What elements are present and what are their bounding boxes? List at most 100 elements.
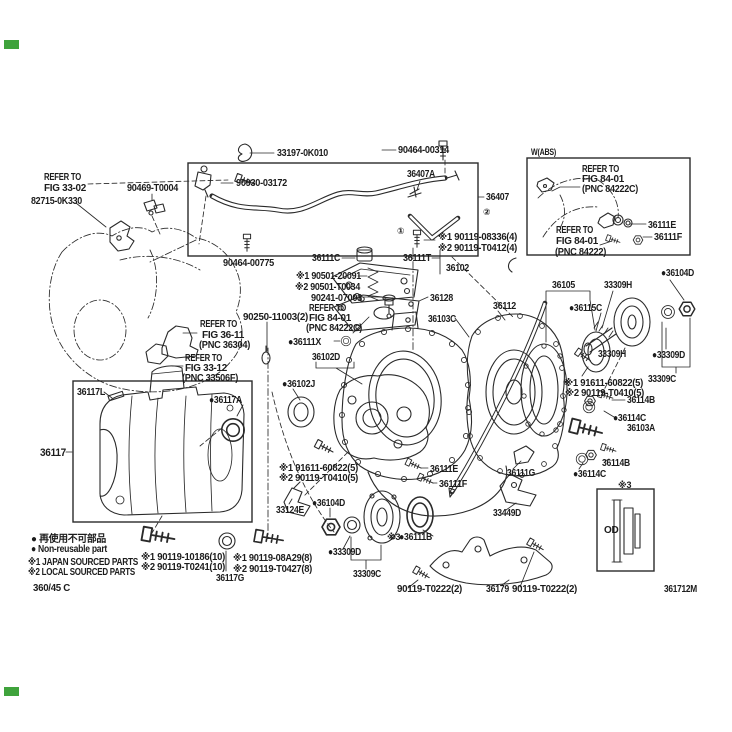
rear-output-shaft-group xyxy=(520,297,696,466)
part-36103C: 36103C xyxy=(428,314,456,325)
refer-84222C-line1: REFER TO xyxy=(309,303,346,314)
part-33309C-bottom: 33309C xyxy=(353,569,381,580)
part-36114C-1: ●36114C xyxy=(613,413,646,424)
case-callout-box xyxy=(72,380,253,523)
note-90119-T0427: ※2 90119-T0427(8) xyxy=(233,563,312,575)
note-90501-T0034: ※2 90501-T0034 xyxy=(295,281,361,293)
part-90119-T0222-left: 90119-T0222(2) xyxy=(397,584,462,595)
part-36117A: ●36117A xyxy=(209,395,242,406)
wabs-refer2-line3: (PNC 84222) xyxy=(555,247,606,258)
part-90250-11003: 90250-11003(2) xyxy=(243,312,308,323)
part-90241-07003: 90241-07003 xyxy=(311,293,363,304)
wabs-refer1-line1: REFER TO xyxy=(582,164,619,175)
part-36102: 36102 xyxy=(446,263,470,274)
part-33449D: 33449D xyxy=(493,508,521,519)
bottom-fasteners xyxy=(140,525,285,550)
part-36111T: 36111T xyxy=(403,253,431,264)
part-36114B-2: 36114B xyxy=(602,458,630,469)
refer-36-11-line2: FIG 36-11 xyxy=(202,330,245,341)
part-33309H-bottom: 33309H xyxy=(598,349,626,360)
wabs-tag: W(ABS) xyxy=(531,147,556,157)
figure-code: 361712M xyxy=(664,584,697,595)
green-marker-bottom-left xyxy=(4,687,19,696)
refer-84222C-line2: FIG 84-01 xyxy=(309,313,352,324)
wabs-refer1-line2: FIG 84-01 xyxy=(582,174,625,185)
centerlines xyxy=(267,247,414,539)
wabs-refer2-line1: REFER TO xyxy=(556,225,593,236)
protector-plate-36179 xyxy=(412,536,553,586)
part-36407: 36407 xyxy=(486,192,510,203)
note-90119-10186: ※1 90119-10186(10) xyxy=(141,551,225,563)
part-36104D-right: ●36104D xyxy=(661,268,694,279)
part-36103A: 36103A xyxy=(627,423,655,434)
refer-33-12-line3: (PNC 33506F) xyxy=(182,373,238,384)
part-36111C: 36111C xyxy=(312,253,340,264)
legend-japan-sourced: ※1 JAPAN SOURCED PARTS xyxy=(28,556,139,568)
part-36117: 36117 xyxy=(40,447,66,459)
note-90119-T0412: ※2 90119-T0412(4) xyxy=(438,242,517,254)
part-90930-03172: 90930-03172 xyxy=(236,178,288,189)
part-90464-00775: 90464-00775 xyxy=(223,258,275,269)
legend-nonreusable-en: ● Non-reusable part xyxy=(31,544,108,555)
part-36102J: ●36102J xyxy=(282,379,315,390)
callout-boxes xyxy=(72,157,691,572)
part-36128: 36128 xyxy=(430,293,454,304)
part-36117G: 36117G xyxy=(216,573,244,584)
construction-lines xyxy=(87,159,626,534)
refer-33-12-line1: REFER TO xyxy=(185,353,222,364)
leader-lines xyxy=(65,149,691,589)
note-90119-T0410-right: ※2 90119-T0410(5) xyxy=(565,387,644,399)
note-90501-20091: ※1 90501-20091 xyxy=(296,270,362,282)
od-seal-callout-box xyxy=(596,488,655,572)
note-90119-T0241: ※2 90119-T0241(10) xyxy=(141,561,225,573)
x3-tag-od: ※3 xyxy=(618,480,631,490)
transfer-case-housing-36117 xyxy=(99,365,245,516)
part-36111E-wabs: 36111E xyxy=(648,220,677,231)
part-36105: 36105 xyxy=(552,280,576,291)
wabs-refer2-line2: FIG 84-01 xyxy=(556,236,599,247)
part-36104D-bottom: ●36104D xyxy=(312,498,345,509)
adapter-cover-stack xyxy=(261,229,422,365)
clip-and-bracket-parts xyxy=(109,140,448,252)
part-90469-T0004: 90469-T0004 xyxy=(127,183,179,194)
part-36111G: 36111G xyxy=(507,468,535,479)
oil-pump-cover-36102D xyxy=(287,374,430,461)
circled-2: ② xyxy=(483,207,490,217)
part-33124E: 33124E xyxy=(276,505,305,516)
part-36112: 36112 xyxy=(493,301,517,312)
wabs-detail xyxy=(507,177,644,273)
note-90119-08A29: ※1 90119-08A29(8) xyxy=(233,552,312,564)
transmission-ghost-outline xyxy=(48,227,243,393)
drawing-code: 360/45 C xyxy=(33,583,70,594)
note-90119-T0410-left: ※2 90119-T0410(5) xyxy=(279,472,358,484)
part-36117L: 36117L xyxy=(77,387,105,398)
part-36114C-2: ●36114C xyxy=(573,469,606,480)
shift-boot-parts xyxy=(145,325,199,365)
part-33309D-right: ●33309D xyxy=(652,350,685,361)
wabs-refer1-line3: (PNC 84222C) xyxy=(582,184,638,195)
refer-fig-33-02-line1: REFER TO xyxy=(44,172,81,183)
part-36102D: 36102D xyxy=(312,352,340,363)
x3-tag-36111B: ※3 xyxy=(387,532,400,542)
note-91611-60822-left: ※1 91611-60822(5) xyxy=(279,462,358,474)
part-33197-0K010: 33197-0K010 xyxy=(277,148,329,159)
part-90464-00314: 90464-00314 xyxy=(398,145,450,156)
od-seal-section xyxy=(611,499,641,563)
legend-local-sourced: ※2 LOCAL SOURCED PARTS xyxy=(28,566,135,578)
green-marker-top-left xyxy=(4,40,19,49)
wabs-callout-box xyxy=(526,157,691,256)
hose-callout-box xyxy=(187,162,479,257)
part-36111E-bottom: 36111E xyxy=(430,464,459,475)
part-36179: 36179 xyxy=(486,584,510,595)
corner-markers xyxy=(4,40,19,696)
part-33309D-bottom: ●33309D xyxy=(328,547,361,558)
note-90119-08336: ※1 90119-08336(4) xyxy=(438,231,517,243)
refer-36-11-line1: REFER TO xyxy=(200,319,237,330)
circled-1: ① xyxy=(397,226,404,236)
part-36115C: ●36115C xyxy=(569,303,602,314)
od-tag: OD xyxy=(604,525,618,536)
part-36114B-1: 36114B xyxy=(627,395,655,406)
part-33309H-top: 33309H xyxy=(604,280,632,291)
vacuum-hose-assembly xyxy=(194,165,461,241)
